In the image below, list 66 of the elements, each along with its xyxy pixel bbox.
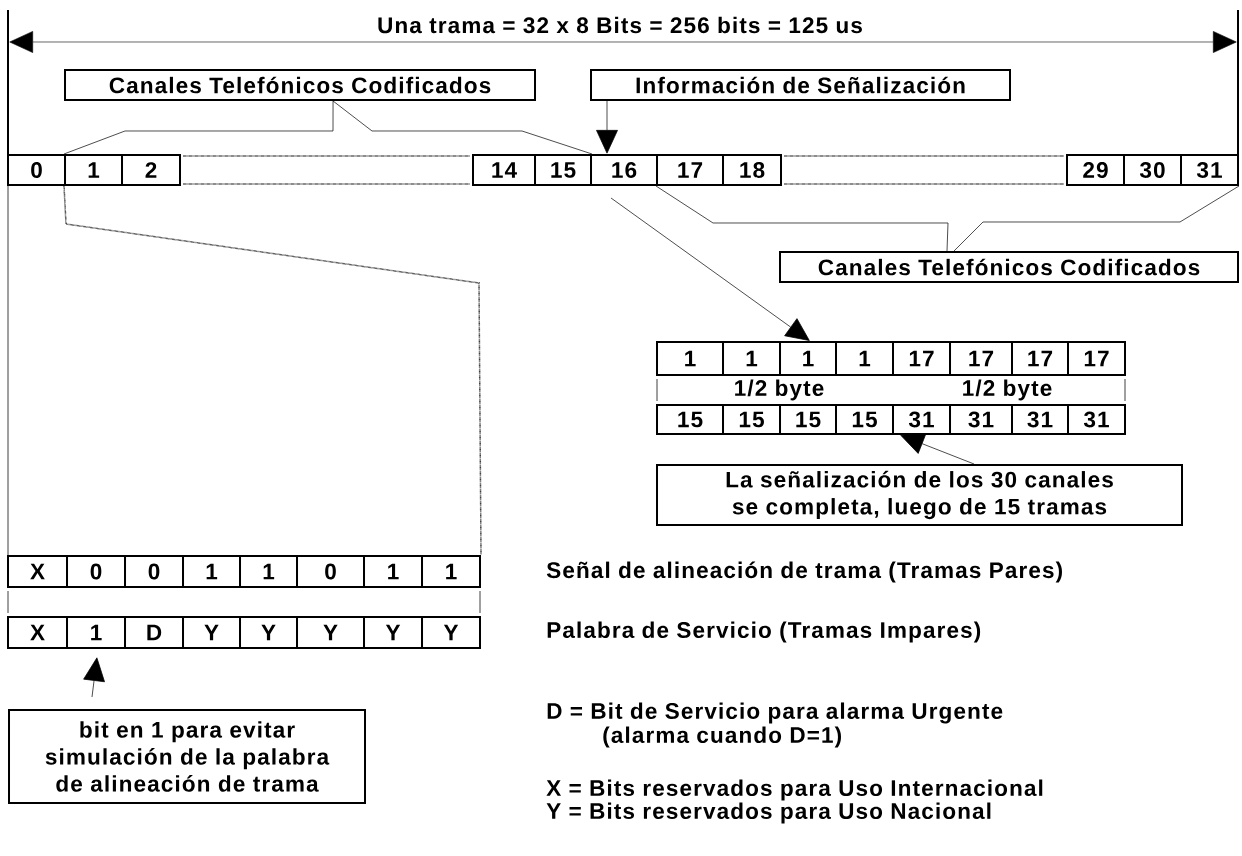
arrow xyxy=(596,100,618,154)
bit-cell: 15 xyxy=(534,154,592,186)
bit-cell: 1 xyxy=(182,555,241,588)
bit-cell: Y xyxy=(421,616,481,649)
bit-cell: Y xyxy=(182,616,241,649)
bit-cell: 15 xyxy=(722,404,781,435)
bit-cell: 0 xyxy=(296,555,365,588)
bit-cell: 30 xyxy=(1123,154,1182,186)
bit-cell: 14 xyxy=(472,154,536,186)
bit-cell: 0 xyxy=(66,555,126,588)
bit-cell: 0 xyxy=(7,154,66,186)
note-box: Canales Telefónicos Codificados xyxy=(64,69,536,101)
half-byte-label: 1/2 byte xyxy=(963,379,1052,401)
brace-line xyxy=(953,185,1240,252)
bit-cell: 16 xyxy=(590,154,658,186)
bit-cell: 1 xyxy=(66,616,126,649)
arrow xyxy=(610,197,810,341)
bit-cell: 1 xyxy=(779,341,837,376)
bit-cell: 31 xyxy=(949,404,1013,435)
bit-cell: D xyxy=(124,616,184,649)
legend-text: X = Bits reservados para Uso Internacional xyxy=(546,779,1043,801)
brace-line xyxy=(332,100,593,155)
bit-cell: 1 xyxy=(363,555,423,588)
bit-cell: 15 xyxy=(656,404,724,435)
bit-cell: X xyxy=(7,616,68,649)
brace-line xyxy=(63,100,334,155)
bit-cell: X xyxy=(7,555,68,588)
bit-cell: Y xyxy=(239,616,298,649)
bit-cell: 17 xyxy=(1067,341,1126,376)
bit-cell: 31 xyxy=(1067,404,1126,435)
bit-cell: 15 xyxy=(835,404,894,435)
bit-cell: 15 xyxy=(779,404,837,435)
bit-cell: 31 xyxy=(892,404,951,435)
bit-cell: 17 xyxy=(656,154,724,186)
bit-cell: 1 xyxy=(656,341,724,376)
bit-cell: 0 xyxy=(124,555,184,588)
arrow xyxy=(83,657,105,698)
bit-cell: 29 xyxy=(1066,154,1125,186)
bit-cell: 17 xyxy=(949,341,1013,376)
note-box: Canales Telefónicos Codificados xyxy=(779,251,1239,283)
row-label: Señal de alineación de trama (Tramas Pares) xyxy=(546,561,1062,583)
bit-cell: Y xyxy=(363,616,423,649)
bit-cell: 17 xyxy=(892,341,951,376)
legend-text: (alarma cuando D=1) xyxy=(603,726,841,748)
note-box: Información de Señalización xyxy=(590,69,1011,101)
bit-cell: 31 xyxy=(1011,404,1069,435)
bit-cell: 1 xyxy=(421,555,481,588)
bit-cell: Y xyxy=(296,616,365,649)
dimension-label: Una trama = 32 x 8 Bits = 256 bits = 125 us xyxy=(376,15,864,35)
expansion-line xyxy=(7,185,9,556)
note-box: La señalización de los 30 canales se completa, luego de 15 tramas xyxy=(656,464,1183,526)
bit-cell: 17 xyxy=(1011,341,1069,376)
bit-cell: 18 xyxy=(722,154,782,186)
bit-cell: 31 xyxy=(1180,154,1239,186)
bit-cell: 1 xyxy=(835,341,894,376)
bit-cell: 2 xyxy=(121,154,181,186)
row-label: Palabra de Servicio (Tramas Impares) xyxy=(547,621,981,643)
brace-line xyxy=(655,185,949,252)
legend-text: Y = Bits reservados para Uso Nacional xyxy=(546,802,991,824)
bit-cell: 1 xyxy=(239,555,298,588)
note-box: bit en 1 para evitar simulación de la palabra de alineación de trama xyxy=(8,709,366,804)
arrow xyxy=(900,433,975,465)
bit-cell: 1 xyxy=(722,341,781,376)
legend-text: D = Bit de Servicio para alarma Urgente xyxy=(547,702,1003,724)
half-byte-label: 1/2 byte xyxy=(735,379,824,401)
bit-cell: 1 xyxy=(64,154,123,186)
